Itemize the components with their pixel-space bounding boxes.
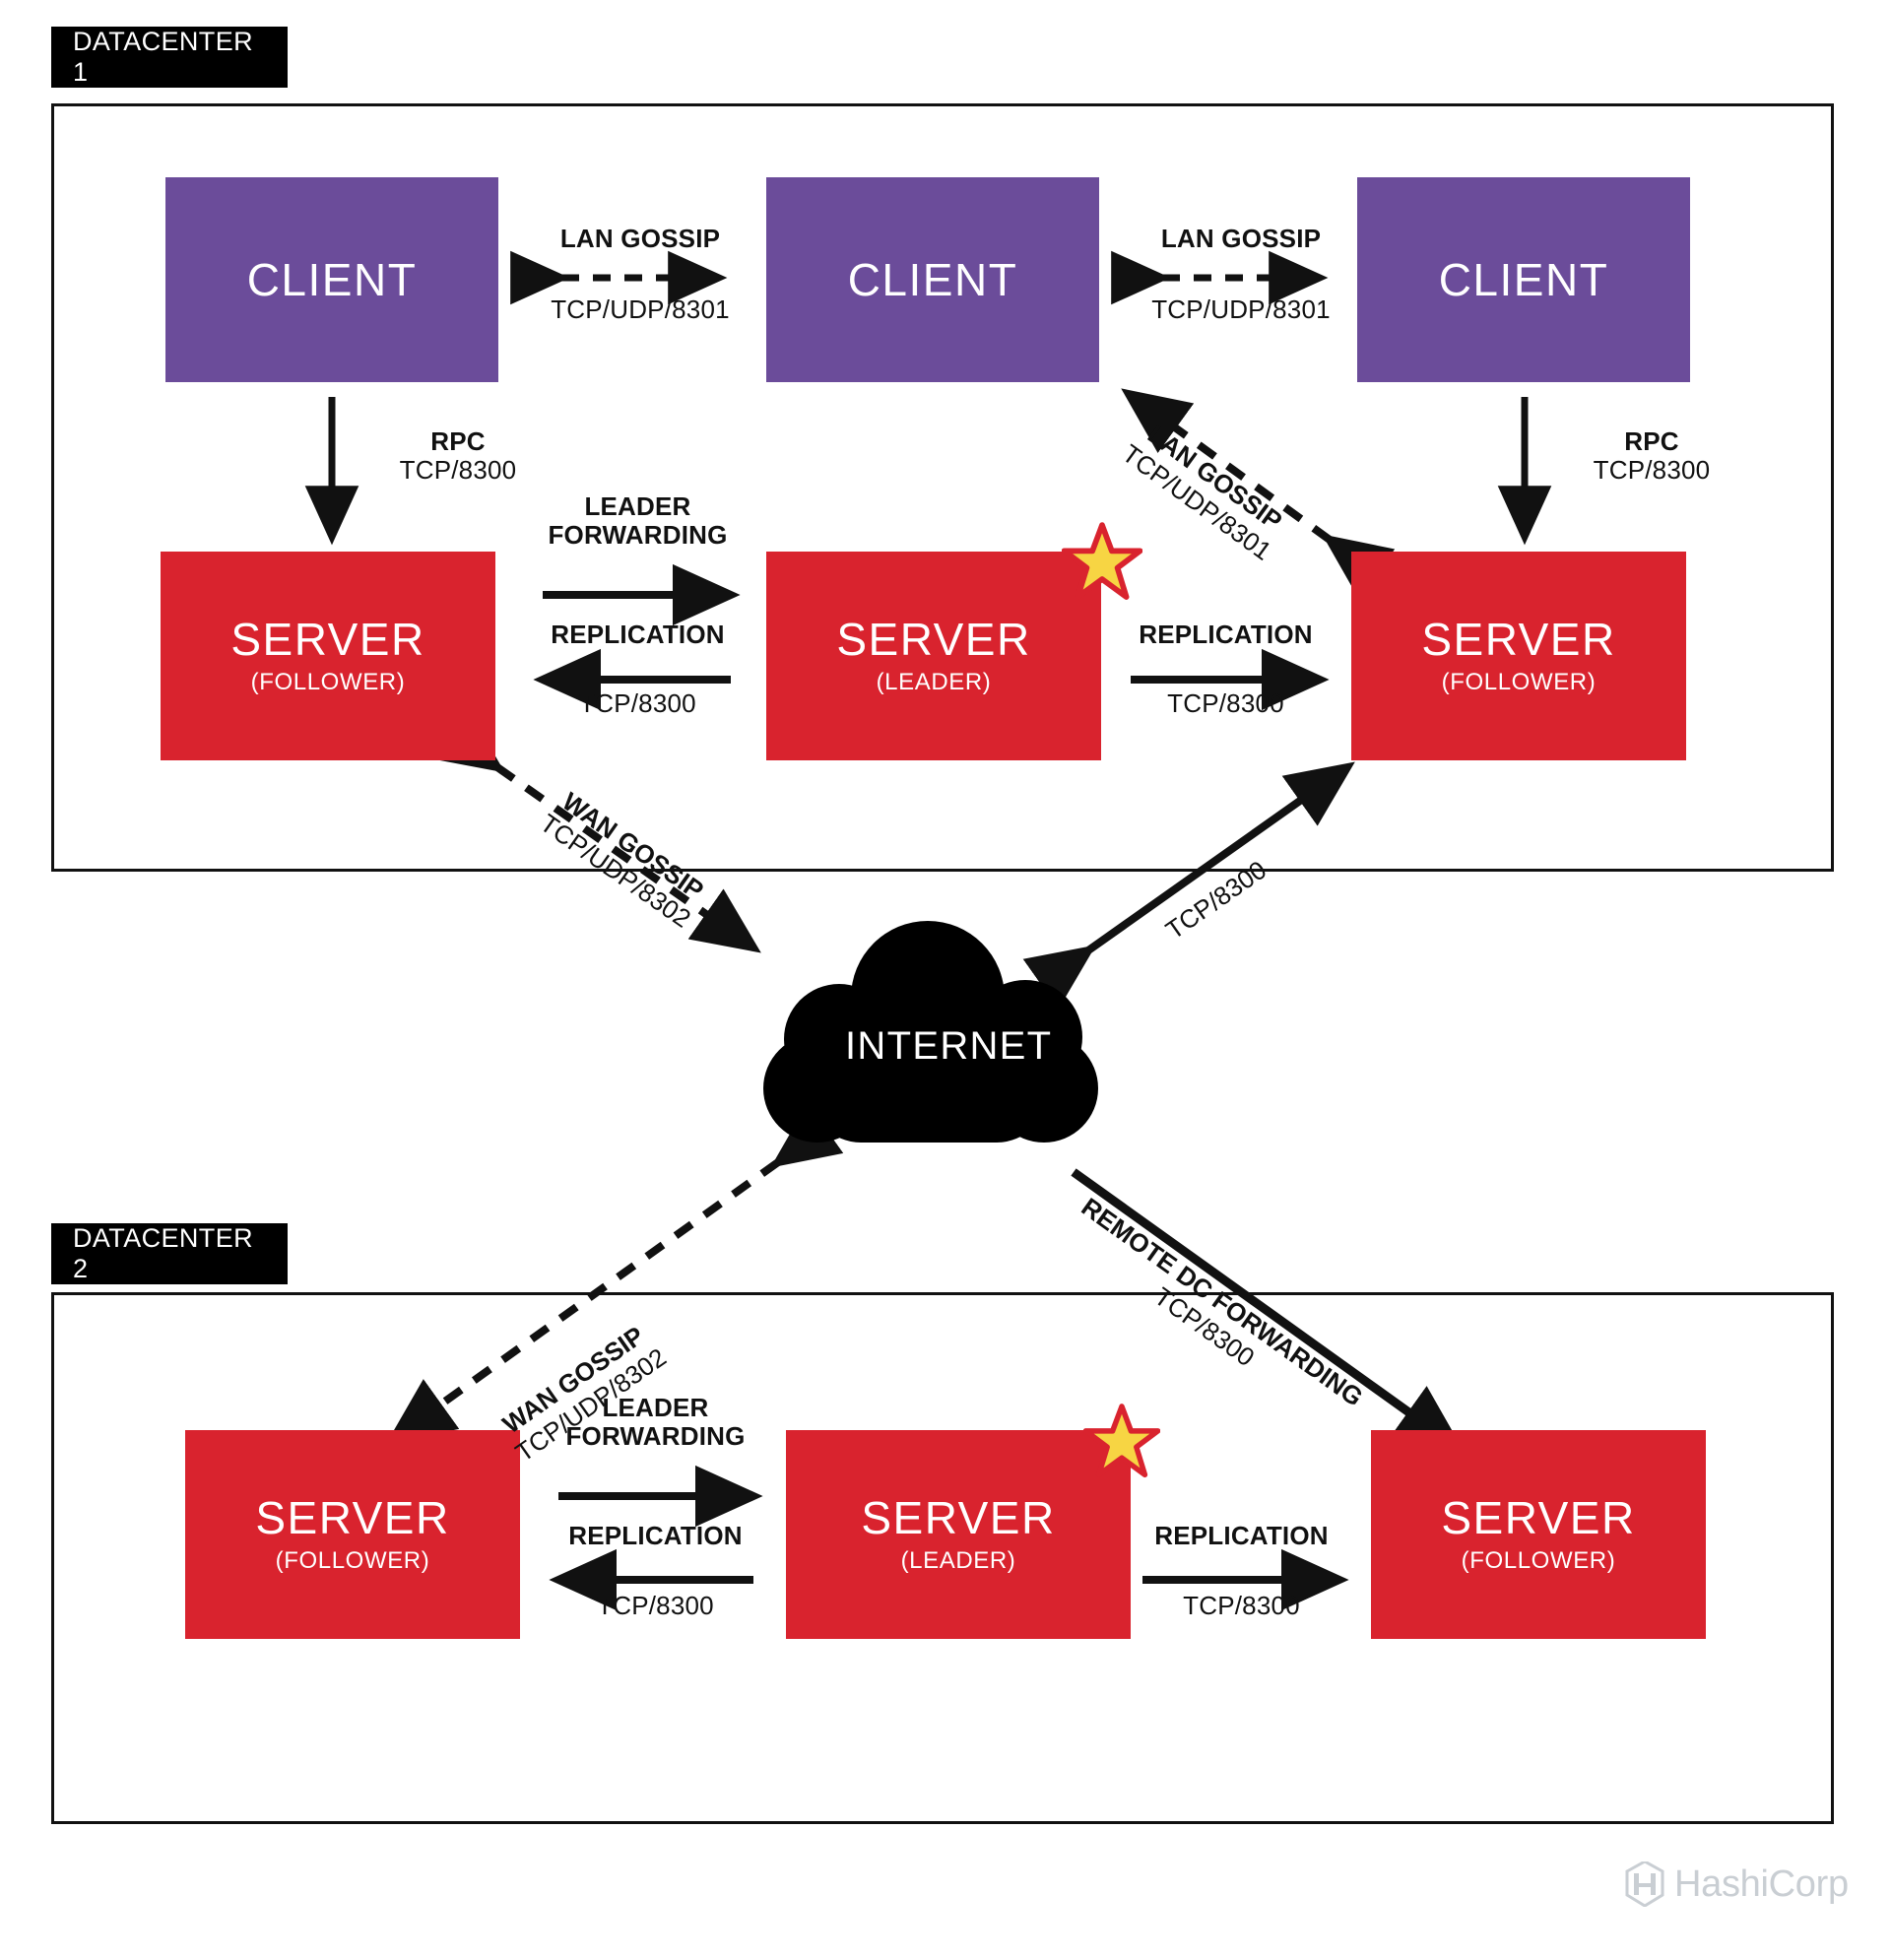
internet-cloud [749, 921, 1103, 1152]
dc1-server-leader-title: SERVER [836, 613, 1031, 665]
label-leader-forwarding-dc1-line1: LEADER [584, 491, 691, 521]
dc1-server-leader[interactable]: SERVER (LEADER) [766, 552, 1101, 760]
label-replication-dc2-left-title: REPLICATION [568, 1521, 743, 1550]
dc1-server-follower-1[interactable]: SERVER (FOLLOWER) [161, 552, 495, 760]
dc1-server-follower-1-role: (FOLLOWER) [250, 669, 406, 696]
dc2-server-follower-1-role: (FOLLOWER) [275, 1547, 430, 1575]
internet-cloud-label: INTERNET [845, 1024, 1052, 1069]
datacenter1-tab-label: DATACENTER 1 [73, 27, 254, 87]
dc1-client-1-title: CLIENT [246, 253, 418, 305]
dc1-server-follower-1-title: SERVER [230, 613, 425, 665]
dc1-client-3-title: CLIENT [1438, 253, 1609, 305]
label-rpc-left-title: RPC [430, 426, 486, 456]
label-lan-gossip-left: LAN GOSSIP [542, 224, 739, 253]
dc1-client-2[interactable]: CLIENT [766, 177, 1099, 382]
label-replication-dc1-right-port-text: TCP/8300 [1167, 688, 1284, 718]
dc2-server-leader-role: (LEADER) [900, 1547, 1016, 1575]
label-rpc-right-title: RPC [1624, 426, 1679, 456]
dc1-client-2-title: CLIENT [847, 253, 1018, 305]
dc2-server-follower-2-role: (FOLLOWER) [1461, 1547, 1616, 1575]
label-rpc-right: RPC TCP/8300 [1548, 426, 1755, 486]
label-replication-dc2-left-port-text: TCP/8300 [597, 1591, 714, 1620]
dc1-server-follower-2-title: SERVER [1421, 613, 1616, 665]
label-replication-dc1-left-title: REPLICATION [551, 620, 725, 649]
label-lan-gossip-right: LAN GOSSIP [1142, 224, 1339, 253]
internet-label-text: INTERNET [845, 1024, 1053, 1068]
label-lan-gossip-right-port-text: TCP/UDP/8301 [1151, 294, 1331, 324]
label-replication-dc1-right: REPLICATION [1115, 620, 1337, 649]
label-rpc-left: RPC TCP/8300 [355, 426, 561, 486]
label-replication-dc2-left-port: TCP/8300 [545, 1591, 766, 1620]
label-replication-dc2-right-title: REPLICATION [1154, 1521, 1329, 1550]
hashicorp-mark-icon [1625, 1862, 1664, 1907]
datacenter2-tab: DATACENTER 2 [51, 1223, 288, 1284]
dc1-leader-star-icon [1062, 522, 1142, 600]
label-replication-dc1-left-port: TCP/8300 [527, 688, 749, 718]
datacenter1-frame [51, 103, 1834, 872]
dc2-server-follower-1-title: SERVER [255, 1491, 450, 1543]
label-replication-dc2-right: REPLICATION [1131, 1521, 1352, 1550]
dc2-server-follower-1[interactable]: SERVER (FOLLOWER) [185, 1430, 520, 1639]
hashicorp-logo-text: HashiCorp [1674, 1862, 1849, 1905]
label-replication-dc2-right-port: TCP/8300 [1131, 1591, 1352, 1620]
cloud-icon [763, 921, 1098, 1143]
label-replication-dc1-right-title: REPLICATION [1139, 620, 1313, 649]
label-lan-gossip-left-title: LAN GOSSIP [559, 224, 721, 253]
label-rpc-left-port: TCP/8300 [399, 455, 517, 486]
label-leader-forwarding-dc1-line2: FORWARDING [548, 520, 728, 551]
dc1-server-leader-role: (LEADER) [876, 669, 992, 696]
label-replication-dc2-right-port-text: TCP/8300 [1183, 1591, 1300, 1620]
label-lan-gossip-left-port-text: TCP/UDP/8301 [551, 294, 730, 324]
dc2-leader-star-icon [1083, 1404, 1160, 1478]
dc1-client-1[interactable]: CLIENT [165, 177, 498, 382]
label-replication-dc2-left: REPLICATION [545, 1521, 766, 1550]
hashicorp-logo: HashiCorp [1625, 1862, 1849, 1907]
label-replication-dc1-left-port-text: TCP/8300 [579, 688, 696, 718]
label-replication-dc1-right-port: TCP/8300 [1115, 688, 1337, 718]
label-leader-forwarding-dc1: LEADER FORWARDING [537, 491, 739, 551]
datacenter1-tab: DATACENTER 1 [51, 27, 288, 88]
label-lan-gossip-right-title: LAN GOSSIP [1160, 224, 1322, 253]
dc2-server-follower-2-title: SERVER [1441, 1491, 1636, 1543]
dc2-server-leader-title: SERVER [861, 1491, 1056, 1543]
dc1-server-follower-2[interactable]: SERVER (FOLLOWER) [1351, 552, 1686, 760]
label-lan-gossip-left-port: TCP/UDP/8301 [542, 294, 739, 324]
dc2-server-follower-2[interactable]: SERVER (FOLLOWER) [1371, 1430, 1706, 1639]
label-lan-gossip-right-port: TCP/UDP/8301 [1142, 294, 1339, 324]
datacenter2-frame [51, 1292, 1834, 1824]
dc2-server-leader[interactable]: SERVER (LEADER) [786, 1430, 1131, 1639]
datacenter2-tab-label: DATACENTER 2 [73, 1223, 254, 1283]
label-rpc-right-port: TCP/8300 [1593, 455, 1711, 486]
label-replication-dc1-left: REPLICATION [527, 620, 749, 649]
dc1-server-follower-2-role: (FOLLOWER) [1441, 669, 1597, 696]
dc1-client-3[interactable]: CLIENT [1357, 177, 1690, 382]
